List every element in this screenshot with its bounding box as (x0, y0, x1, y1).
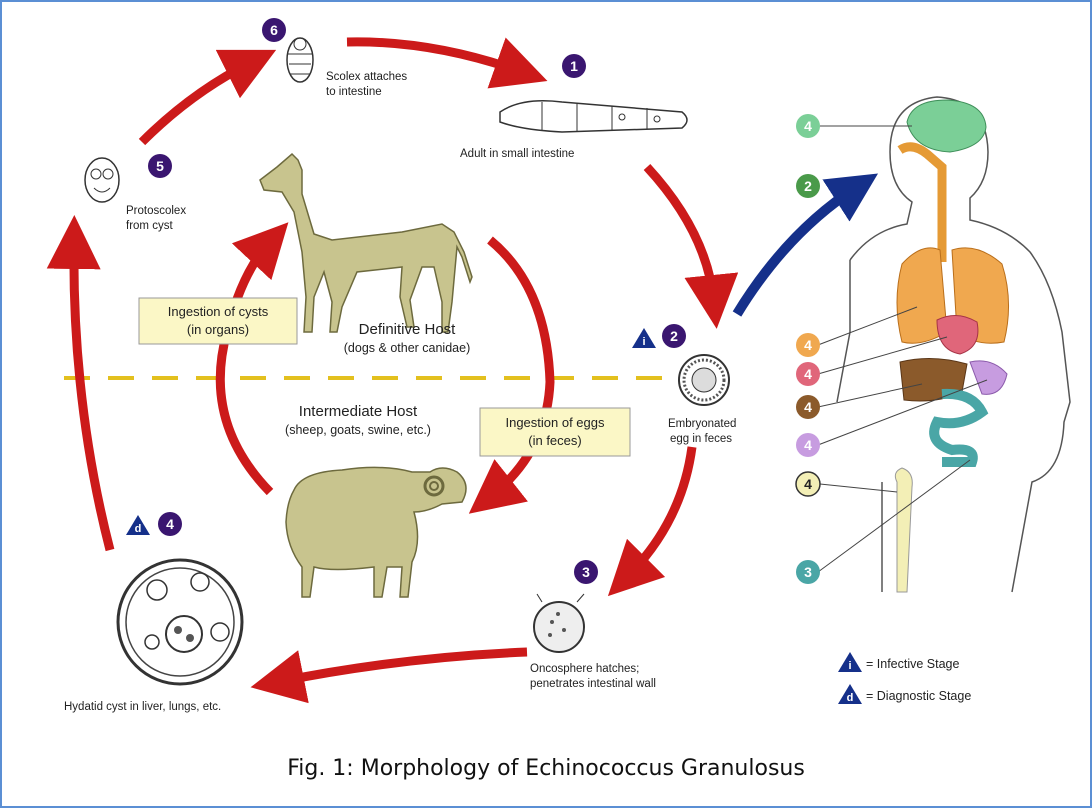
hydatid-cyst-illustration (118, 560, 242, 684)
ingestion-cysts-line2: (in organs) (187, 322, 249, 337)
arrow-5-to-6 (142, 62, 252, 142)
ingestion-of-cysts-box: Ingestion of cysts (in organs) (139, 298, 297, 344)
legend: i = Infective Stage d = Diagnostic Stage (838, 652, 971, 704)
ingestion-cysts-line1: Ingestion of cysts (168, 304, 269, 319)
stage-3-number: 3 (582, 564, 590, 580)
legend-infective-item: i = Infective Stage (838, 652, 960, 672)
stage-6-label-line1: Scolex attaches (326, 71, 407, 83)
svg-text:4: 4 (804, 476, 812, 492)
arrow-dog-to-sheep (490, 240, 550, 497)
oncosphere-illustration (534, 594, 584, 652)
arrow-egg-to-human (737, 187, 857, 314)
human-marker-brain: 4 (796, 114, 912, 138)
svg-text:3: 3 (804, 564, 812, 580)
airway-organ (900, 147, 942, 262)
stage-2-label-line2: egg in feces (670, 433, 732, 445)
arrow-2-to-3 (627, 447, 692, 577)
human-marker-lungs: 4 (796, 307, 917, 357)
stage-6-number: 6 (270, 22, 278, 38)
figure-caption: Fig. 1: Morphology of Echinococcus Granu… (0, 756, 1092, 781)
svg-text:4: 4 (804, 337, 812, 353)
stage-2-label-line1: Embryonated (668, 418, 736, 430)
scolex-illustration (287, 38, 313, 82)
stage-6-label-line2: to intestine (326, 86, 382, 98)
intermediate-host-subtitle: (sheep, goats, swine, etc.) (285, 423, 431, 437)
human-marker-path: 2 (796, 174, 820, 198)
stage-4-label: Hydatid cyst in liver, lungs, etc. (64, 701, 221, 713)
intermediate-host-title: Intermediate Host (299, 403, 418, 420)
arrow-1-to-2 (647, 167, 714, 302)
stage-2-number: 2 (670, 328, 678, 344)
adult-worm-illustration (500, 101, 687, 132)
definitive-host-title: Definitive Host (359, 321, 457, 338)
arrow-sheep-to-dog (220, 242, 270, 492)
diagnostic-stage-marker: d (126, 515, 150, 535)
stage-5-label-line1: Protoscolex (126, 205, 186, 217)
svg-text:i: i (848, 660, 851, 672)
stage-3-label-line2: penetrates intestinal wall (530, 678, 656, 690)
svg-text:4: 4 (804, 118, 812, 134)
stage-1-number: 1 (570, 58, 578, 74)
definitive-host-subtitle: (dogs & other canidae) (344, 341, 470, 355)
ingestion-of-eggs-box: Ingestion of eggs (in feces) (480, 408, 630, 456)
stage-5-label-line2: from cyst (126, 220, 173, 232)
femur-bone (895, 468, 912, 592)
svg-text:d: d (847, 692, 854, 704)
svg-text:4: 4 (804, 437, 812, 453)
legend-diagnostic-item: d = Diagnostic Stage (838, 684, 971, 704)
stage-1-label: Adult in small intestine (460, 148, 574, 160)
legend-diagnostic-label: = Diagnostic Stage (866, 689, 971, 703)
svg-text:d: d (135, 523, 142, 535)
intestine-organ (934, 394, 982, 462)
stage-5-number: 5 (156, 158, 164, 174)
svg-text:4: 4 (804, 366, 812, 382)
infective-stage-marker: i (632, 328, 656, 348)
svg-text:2: 2 (804, 178, 812, 194)
arrow-3-to-4 (277, 652, 527, 682)
stomach-organ (970, 361, 1007, 394)
svg-text:i: i (642, 336, 645, 348)
protoscolex-illustration (85, 158, 119, 202)
sheep-illustration (286, 467, 466, 597)
human-marker-intestine: 3 (796, 460, 970, 584)
arrow-6-to-1 (347, 42, 522, 72)
svg-text:4: 4 (804, 399, 812, 415)
ingestion-eggs-line1: Ingestion of eggs (505, 415, 605, 430)
legend-infective-label: = Infective Stage (866, 657, 960, 671)
stage-4-number: 4 (166, 516, 174, 532)
ingestion-eggs-line2: (in feces) (528, 433, 581, 448)
embryonated-egg-illustration (679, 355, 729, 405)
heart-organ (937, 315, 978, 354)
stage-3-label-line1: Oncosphere hatches; (530, 663, 639, 675)
arrow-4-to-5 (74, 242, 110, 550)
